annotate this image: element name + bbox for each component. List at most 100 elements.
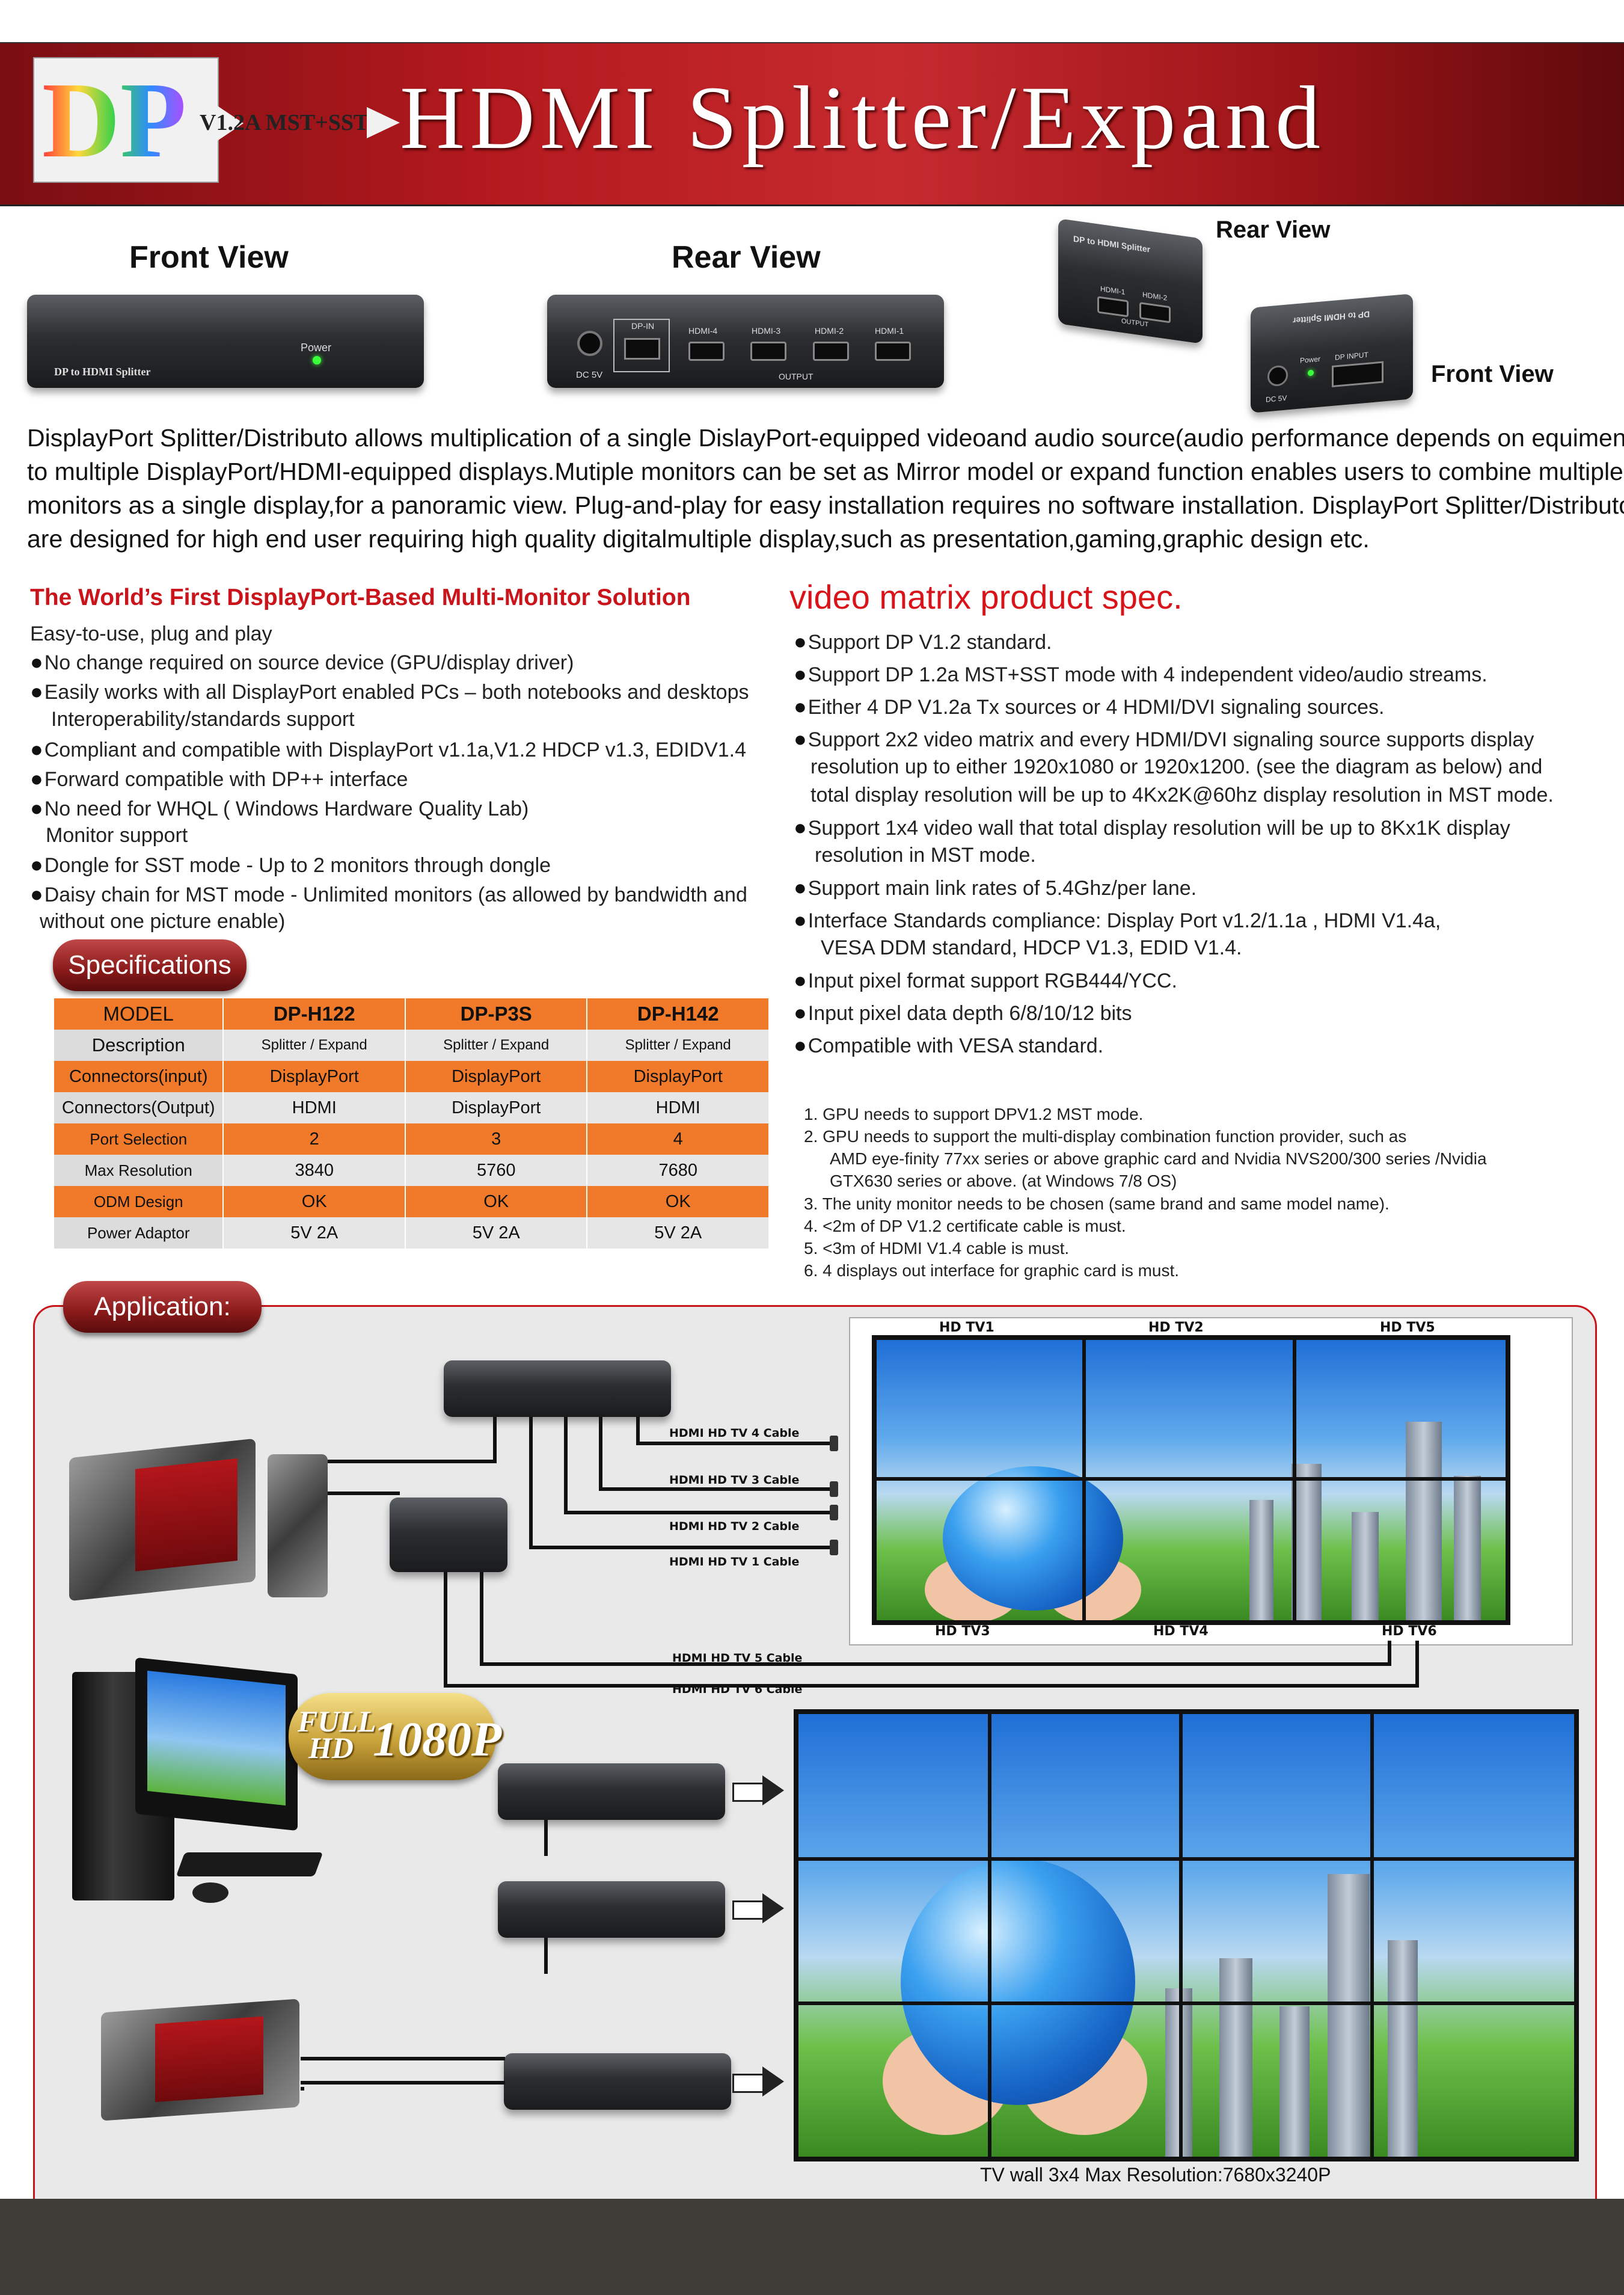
intro-line: monitors as a single display,for a panor…	[27, 491, 1624, 519]
spec-text: Support 1x4 video wall that total displa…	[807, 817, 1510, 840]
table-row: Connectors(Output) HDMI DisplayPort HDMI	[54, 1092, 770, 1123]
feature-text: Dongle for SST mode - Up to 2 monitors t…	[44, 854, 551, 877]
app-splitter	[498, 1763, 725, 1820]
table-cell: 3840	[223, 1155, 406, 1186]
arrow-right-icon	[732, 1900, 764, 1920]
cable-label: HDMI HD TV 5 Cable	[672, 1651, 803, 1665]
hdmi-port	[875, 342, 911, 361]
small-hdmi-port	[1097, 296, 1129, 318]
feature-continuation: Interoperability/standards support	[51, 708, 355, 731]
header-banner	[0, 42, 1624, 206]
tv-label: HD TV3	[935, 1624, 990, 1639]
table-row: Max Resolution 3840 5760 7680	[54, 1155, 770, 1186]
hdmi-port-label: HDMI-4	[688, 326, 718, 336]
table-cell: Max Resolution	[54, 1155, 224, 1186]
arrow-right-icon	[762, 2066, 784, 2097]
table-header-cell: DP-H142	[587, 998, 770, 1030]
table-cell: OK	[587, 1186, 770, 1217]
spec-text: Input pixel format support RGB444/YCC.	[807, 969, 1177, 992]
table-cell: Splitter / Expand	[223, 1030, 406, 1061]
spec-continuation: total display resolution will be up to 4…	[810, 784, 1554, 806]
table-cell: Connectors(Output)	[54, 1092, 224, 1123]
feature-continuation: Monitor support	[46, 824, 188, 847]
small-front-view-label: Front View	[1431, 361, 1554, 387]
feature-text: Daisy chain for MST mode - Unlimited mon…	[44, 883, 747, 906]
bottom-video-wall	[794, 1709, 1579, 2161]
dp-in-label: DP-IN	[631, 321, 655, 331]
table-cell: DisplayPort	[587, 1061, 770, 1092]
hdmi-plug-icon	[830, 1436, 838, 1451]
spec-item: Input pixel data depth 6/8/10/12 bits	[794, 998, 1132, 1028]
top-video-wall	[872, 1335, 1510, 1625]
keyboard	[176, 1852, 323, 1876]
table-cell: Description	[54, 1030, 224, 1061]
table-cell: 4	[587, 1123, 770, 1155]
intro-line: DisplayPort Splitter/Distributo allows m…	[27, 424, 1624, 452]
small-device-name: DP to HDMI Splitter	[1073, 233, 1151, 254]
table-cell: Port Selection	[54, 1123, 224, 1155]
table-cell: OK	[405, 1186, 588, 1217]
features-title: The World’s First DisplayPort-Based Mult…	[30, 585, 691, 610]
badge-full: FULL	[298, 1704, 376, 1738]
badge-1080p: 1080P	[373, 1712, 502, 1766]
intro-paragraph: DisplayPort Splitter/Distributo allows m…	[27, 421, 1624, 556]
spec-item: Compatible with VESA standard.	[794, 1031, 1103, 1060]
note-line: 5. <3m of HDMI V1.4 cable is must.	[804, 1239, 1070, 1258]
specifications-table: MODEL DP-H122 DP-P3S DP-H142 Description…	[54, 998, 770, 1249]
dp-in-frame	[613, 319, 670, 372]
feature-text: No change required on source device (GPU…	[44, 651, 574, 674]
feature-item: Compliant and compatible with DisplayPor…	[30, 735, 746, 764]
spec-text: Support DP 1.2a MST+SST mode with 4 inde…	[807, 663, 1488, 686]
feature-text: Easily works with all DisplayPort enable…	[44, 681, 749, 704]
table-cell: 2	[223, 1123, 406, 1155]
hdmi-port	[750, 342, 786, 361]
small-front-device: DP to HDMI Splitter DC 5V Power DP INPUT	[1251, 293, 1413, 413]
front-view-label: Front View	[129, 240, 289, 275]
dp-logo-box	[33, 57, 219, 183]
device-name-label: DP to HDMI Splitter	[54, 366, 151, 378]
table-cell: OK	[223, 1186, 406, 1217]
arrow-right-icon	[732, 1783, 764, 1802]
output-label: OUTPUT	[779, 372, 814, 381]
features-lead: Easy-to-use, plug and play	[30, 622, 272, 645]
wall-caption: TV wall 3x4 Max Resolution:7680x3240P	[980, 2164, 1331, 2186]
hdmi-port	[688, 342, 725, 361]
full-hd-badge	[289, 1693, 496, 1780]
hdmi-plug-icon	[830, 1540, 838, 1555]
spec-text: Either 4 DP V1.2a Tx sources or 4 HDMI/D…	[807, 696, 1385, 719]
application-label: Application:	[63, 1281, 262, 1333]
feature-item: Forward compatible with DP++ interface	[30, 764, 408, 794]
badge-hd: HD	[308, 1731, 354, 1765]
hdmi-port-label: HDMI-2	[815, 326, 844, 336]
graphics-card-bracket	[268, 1454, 328, 1597]
spec-item: Support main link rates of 5.4Ghz/per la…	[794, 873, 1197, 903]
rear-view-label: Rear View	[672, 240, 821, 275]
dp-arrow-icon	[207, 99, 244, 147]
front-view-device: DP to HDMI Splitter Power	[27, 295, 424, 388]
feature-item: Easily works with all DisplayPort enable…	[30, 677, 749, 707]
arrow-right-icon	[762, 1893, 784, 1923]
spec-item: Interface Standards compliance: Display …	[794, 906, 1441, 935]
tv-label: HD TV1	[939, 1320, 994, 1335]
small-rear-view-label: Rear View	[1216, 217, 1331, 243]
table-header-cell: MODEL	[54, 998, 224, 1030]
badge-full-text: FULL HD	[298, 1704, 376, 1765]
note-line: GTX630 series or above. (at Windows 7/8 …	[830, 1172, 1177, 1190]
footer-band	[0, 2199, 1624, 2295]
table-header-cell: DP-H122	[223, 998, 406, 1030]
dp-logo: DP	[42, 60, 186, 180]
small-device-name: DP to HDMI Splitter	[1293, 309, 1370, 326]
feature-text: Compliant and compatible with DisplayPor…	[44, 739, 747, 761]
hdmi-port-label: HDMI-3	[752, 326, 781, 336]
spec-text: Support 2x2 video matrix and every HDMI/…	[807, 728, 1534, 751]
spec-item: Support 1x4 video wall that total displa…	[794, 813, 1510, 843]
table-cell: ODM Design	[54, 1186, 224, 1217]
cable-label: HDMI HD TV 6 Cable	[672, 1683, 803, 1696]
dp-in-port	[624, 338, 660, 360]
spec-continuation: VESA DDM standard, HDCP V1.3, EDID V1.4.	[821, 936, 1242, 959]
dc-jack-icon	[577, 331, 602, 356]
spec-item: Support DP V1.2 standard.	[794, 627, 1052, 657]
spec-item: Support DP 1.2a MST+SST mode with 4 inde…	[794, 660, 1488, 689]
table-row: Port Selection 2 3 4	[54, 1123, 770, 1155]
table-cell: Splitter / Expand	[587, 1030, 770, 1061]
